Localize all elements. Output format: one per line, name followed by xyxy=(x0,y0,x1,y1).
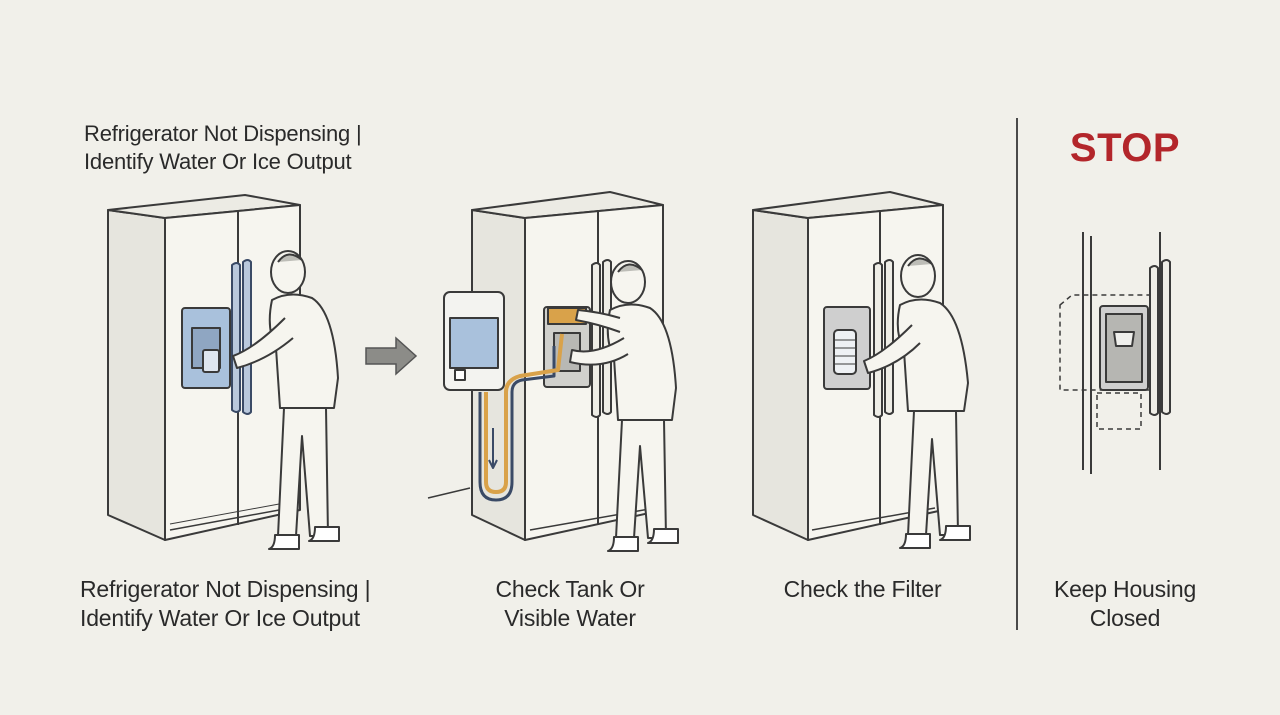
step-caption: Refrigerator Not Dispensing | Identify W… xyxy=(80,575,371,633)
fridge-1 xyxy=(107,194,301,541)
step-caption: Check the Filter xyxy=(760,575,965,604)
header-caption-line1: Refrigerator Not Dispensing | xyxy=(84,121,362,146)
header-caption: Refrigerator Not Dispensing | Identify W… xyxy=(84,120,362,176)
step-caption: Keep Housing Closed xyxy=(1030,575,1220,633)
header-caption-line2: Identify Water Or Ice Output xyxy=(84,149,352,174)
panel-2-illustration xyxy=(427,191,679,552)
person-3 xyxy=(863,254,971,549)
arrow-right-icon xyxy=(365,336,418,376)
person-2 xyxy=(569,260,679,552)
step-caption: Check Tank Or Visible Water xyxy=(470,575,670,633)
step-caption-line1: Refrigerator Not Dispensing | xyxy=(80,576,371,602)
fridge-3 xyxy=(752,191,944,541)
step-caption-line2: Visible Water xyxy=(504,605,636,631)
water-tube xyxy=(427,333,564,502)
panel-4-illustration xyxy=(1059,232,1171,474)
step-caption-line1: Keep Housing xyxy=(1053,576,1197,602)
step-caption-line1: Check Tank Or xyxy=(495,576,645,602)
step-caption-line2: Identify Water Or Ice Output xyxy=(80,605,360,631)
panel-3-illustration xyxy=(752,191,971,549)
water-tank-icon xyxy=(443,291,505,391)
step-caption-line1: Check the Filter xyxy=(783,576,942,602)
person-1 xyxy=(202,250,340,550)
panel-1-illustration xyxy=(107,194,340,550)
step-caption-line2: Closed xyxy=(1089,605,1161,631)
water-filter-icon xyxy=(833,329,857,375)
stop-warning: STOP xyxy=(1069,126,1181,170)
